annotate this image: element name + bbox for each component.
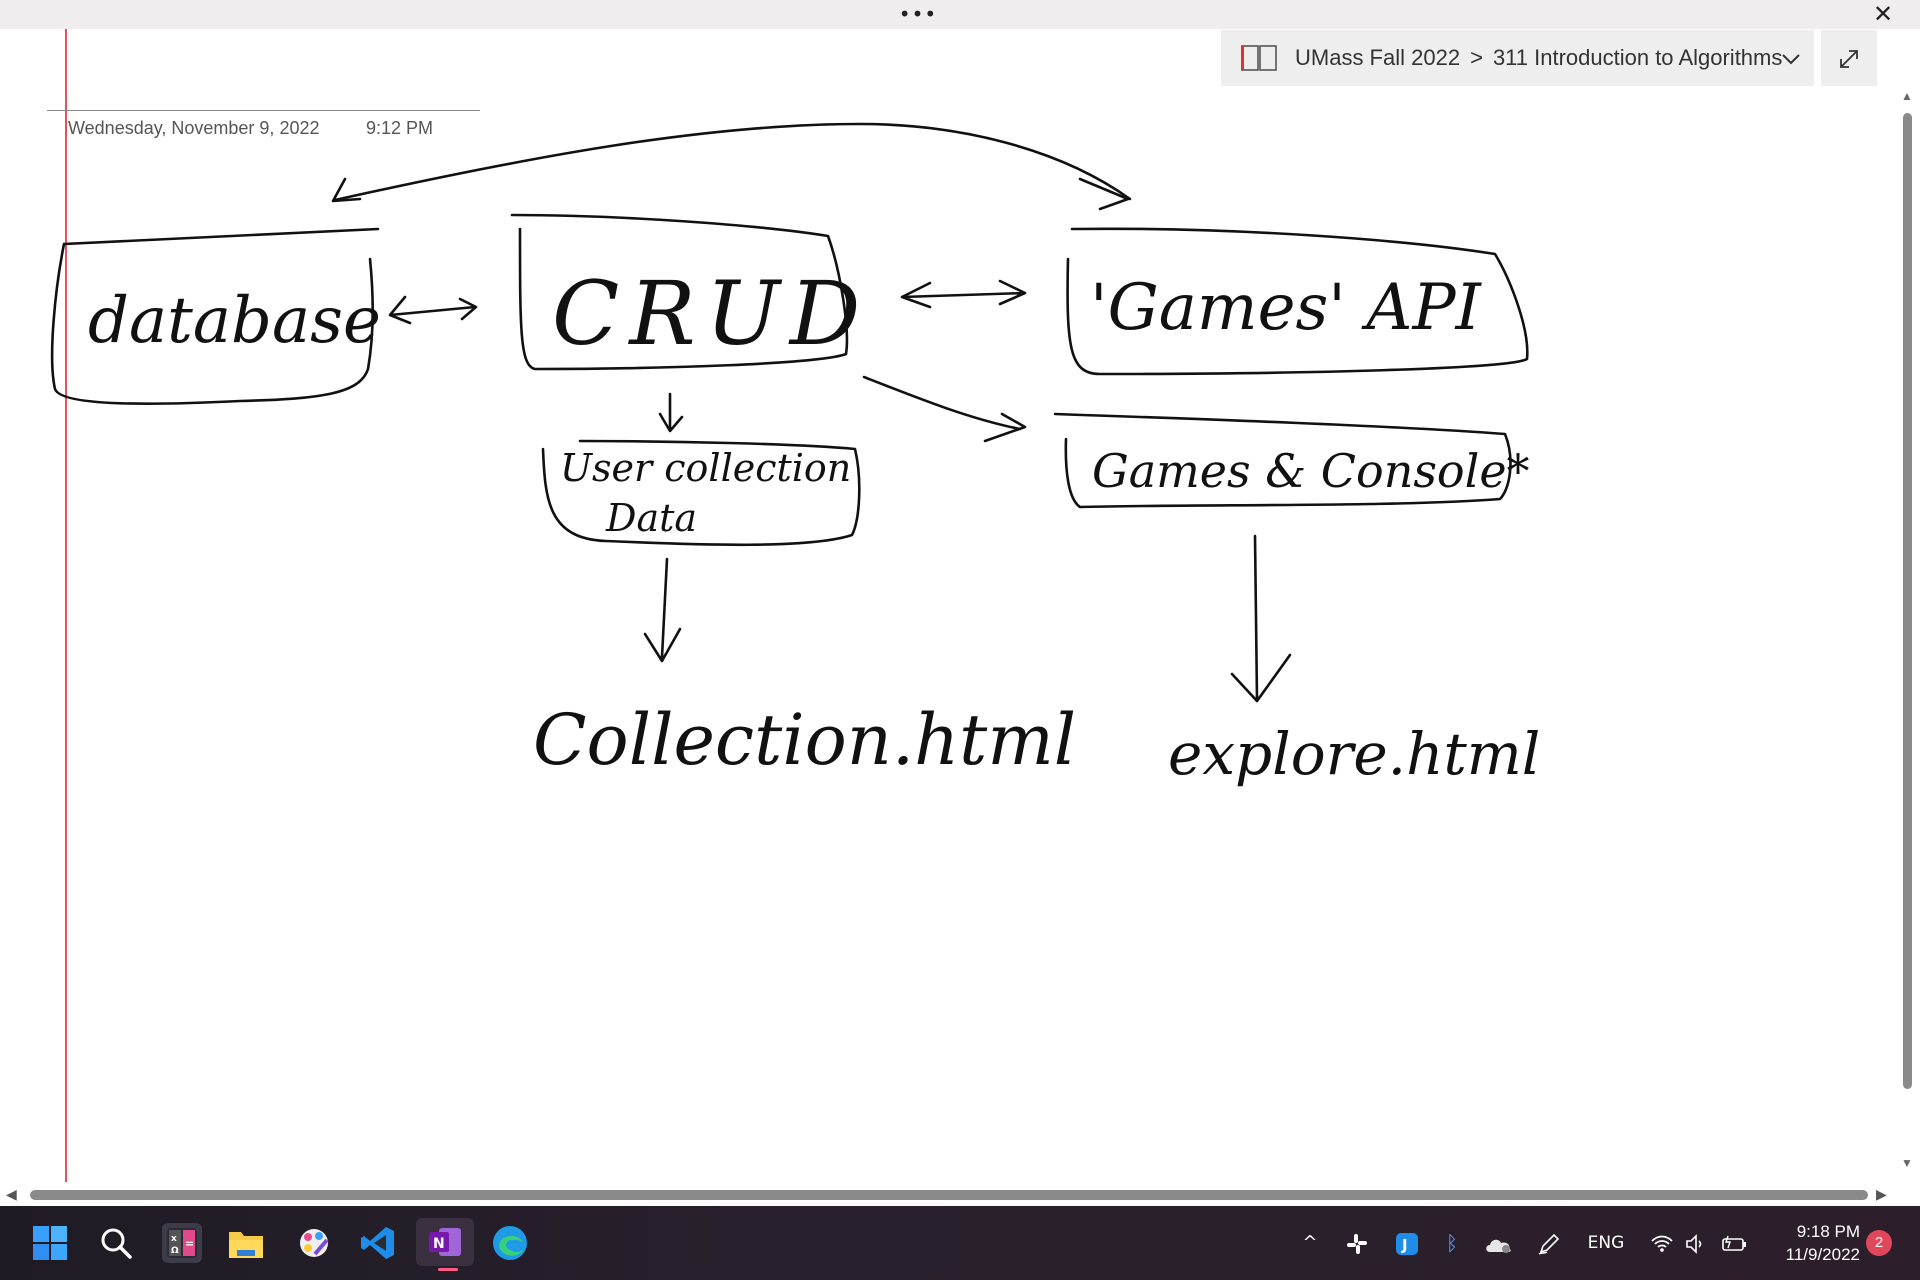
notebook-icon (1241, 45, 1277, 71)
margin-line (65, 29, 67, 1182)
breadcrumb[interactable]: UMass Fall 2022 >311 Introduction to Algo… (1221, 30, 1814, 86)
breadcrumb-notebook[interactable]: UMass Fall 2022 (1295, 45, 1461, 70)
user-collection-box (541, 439, 861, 547)
horizontal-scrollbar[interactable]: ◀ ▶ (0, 1182, 1920, 1206)
crud-games-arrow (862, 375, 1027, 443)
scroll-up-icon[interactable]: ▲ (1901, 89, 1913, 103)
note-canvas[interactable]: UMass Fall 2022 >311 Introduction to Algo… (0, 29, 1895, 1182)
user-collection-label-2: Data (605, 496, 697, 540)
windows-start-icon[interactable] (30, 1223, 70, 1263)
database-label: database (88, 284, 381, 358)
scroll-left-icon[interactable]: ◀ (6, 1186, 17, 1202)
crud-box (510, 213, 849, 371)
visual-studio-code-icon[interactable] (358, 1223, 398, 1263)
games-api-label: 'Games' API (1090, 271, 1483, 345)
language-indicator[interactable]: ENG (1587, 1233, 1625, 1253)
breadcrumb-path[interactable]: UMass Fall 2022 >311 Introduction to Algo… (1295, 30, 1782, 86)
scroll-right-icon[interactable]: ▶ (1876, 1186, 1887, 1202)
scroll-down-icon[interactable]: ▼ (1901, 1156, 1913, 1170)
page-time: 9:12 PM (366, 118, 434, 138)
svg-text:=: = (185, 1237, 194, 1250)
page-date: Wednesday, November 9, 2022 (68, 118, 320, 138)
file-explorer-icon[interactable] (226, 1223, 266, 1263)
vertical-scroll-thumb[interactable] (1903, 113, 1912, 1089)
notification-badge[interactable]: 2 (1866, 1230, 1892, 1256)
bluetooth-icon[interactable]: ᛒ (1446, 1231, 1458, 1255)
onenote-icon[interactable]: N (416, 1218, 474, 1266)
top-arc-arrowhead-right (1078, 177, 1130, 211)
user-collection-label-1: User collection (560, 446, 851, 490)
collection-down-arrow (643, 557, 682, 663)
title-bar: ••• ✕ (0, 0, 1920, 29)
games-console-label: Games & Console* (1092, 444, 1530, 498)
svg-text:N: N (433, 1236, 445, 1252)
tray-clock[interactable]: 9:18 PM 11/9/2022 (1760, 1220, 1860, 1266)
paint-icon[interactable] (294, 1223, 334, 1263)
search-icon[interactable] (96, 1223, 136, 1263)
crud-label: CRUD (552, 262, 870, 365)
active-app-indicator (438, 1268, 458, 1271)
vertical-scrollbar[interactable]: ▲ ▼ (1895, 29, 1920, 1182)
expand-icon[interactable] (1821, 30, 1877, 86)
app-tray-icon[interactable]: J (1392, 1206, 1422, 1280)
close-icon[interactable]: ✕ (1872, 0, 1894, 28)
tray-date: 11/9/2022 (1785, 1245, 1860, 1264)
top-arc-arrow (333, 122, 1132, 202)
svg-text:x: x (171, 1234, 177, 1244)
horizontal-scroll-thumb[interactable] (30, 1190, 1868, 1200)
pen-icon[interactable] (1534, 1206, 1564, 1280)
svg-text:J: J (1401, 1236, 1408, 1254)
tray-time: 9:18 PM (1796, 1222, 1860, 1241)
crud-api-arrow (900, 279, 1027, 309)
games-api-box (1066, 227, 1529, 376)
ink-drawing[interactable]: database CRUD 'Games' API User collectio… (0, 29, 1895, 1182)
slack-icon[interactable] (1342, 1206, 1372, 1280)
edge-icon[interactable] (490, 1223, 530, 1263)
battery-icon[interactable] (1718, 1206, 1750, 1280)
taskbar: x Ω = (0, 1206, 1920, 1280)
svg-text:Ω: Ω (171, 1246, 179, 1256)
more-options-icon[interactable]: ••• (898, 2, 938, 26)
explore-down-arrow (1230, 534, 1292, 703)
chevron-down-icon[interactable] (1777, 30, 1805, 86)
wifi-icon[interactable] (1648, 1206, 1676, 1280)
breadcrumb-separator: > (1470, 45, 1483, 70)
breadcrumb-section[interactable]: 311 Introduction to Algorithms (1492, 45, 1783, 70)
games-console-box (1053, 412, 1512, 509)
database-box (50, 227, 380, 405)
calculator-icon[interactable]: x Ω = (162, 1223, 202, 1263)
db-crud-arrow (388, 295, 478, 325)
explore-html-label: explore.html (1168, 720, 1540, 788)
collection-html-label: Collection.html (533, 699, 1076, 781)
volume-icon[interactable] (1682, 1206, 1710, 1280)
top-arc-arrowhead-left (331, 177, 362, 203)
tray-overflow-icon[interactable]: ^ (1302, 1232, 1318, 1253)
page-title-line (47, 110, 480, 111)
crud-down-arrow (658, 392, 684, 433)
onedrive-icon[interactable] (1482, 1206, 1516, 1280)
